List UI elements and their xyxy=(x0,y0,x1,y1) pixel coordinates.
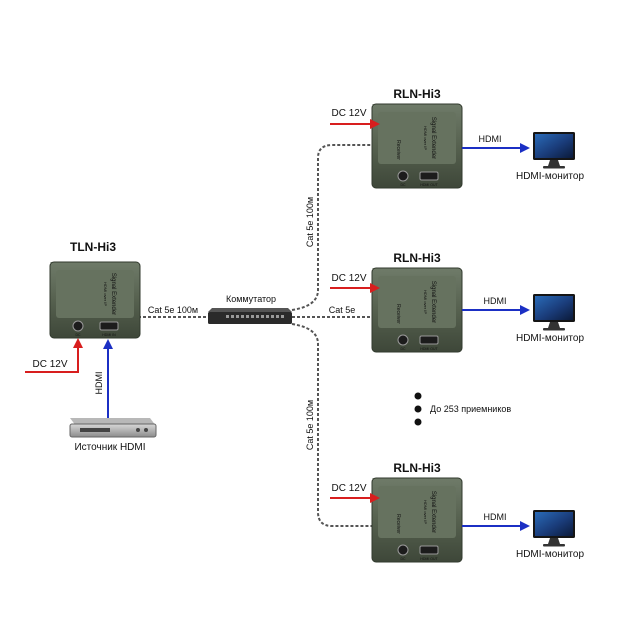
transmitter-hdmi-port-icon xyxy=(99,321,119,331)
receiver-port-hdmi-label: HDMI OUT xyxy=(420,557,438,561)
transmitter-power-label: DC 12V xyxy=(32,359,67,370)
receiver-face xyxy=(378,112,456,164)
receiver-model: RLN-Hi3 xyxy=(393,461,441,475)
receiver-dc-port-icon xyxy=(397,170,409,182)
network-switch: Коммутатор xyxy=(208,294,292,324)
receiver-face-tag: Receiver xyxy=(395,140,401,160)
monitor-icon xyxy=(533,510,575,547)
cable-switch-rx1 xyxy=(291,144,372,311)
receiver-power-label: DC 12V xyxy=(331,483,366,494)
switch-label: Коммутатор xyxy=(226,294,276,304)
transmitter-power-arrow xyxy=(25,338,83,373)
transmitter-face-sub: HDMI over IP xyxy=(103,282,108,306)
cable-network xyxy=(138,144,372,527)
transmitter-model: TLN-Hi3 xyxy=(70,240,116,254)
receiver-port-dc-label: DC xyxy=(400,347,406,351)
monitor-label: HDMI-монитор xyxy=(516,549,584,560)
receiver-hdmi-label: HDMI xyxy=(484,296,507,306)
receiver-face-sub: HDMI over IP xyxy=(423,290,428,314)
receiver-port-hdmi-label: HDMI OUT xyxy=(420,183,438,187)
dvd-button-icon xyxy=(136,428,140,432)
receiver-dc-port-icon xyxy=(397,334,409,346)
cable-label-switch-rx2: Cat 5e xyxy=(329,305,356,315)
dvd-button-icon xyxy=(144,428,148,432)
receiver-face xyxy=(378,276,456,328)
receiver-port-dc-label: DC xyxy=(400,557,406,561)
receiver-face-title: Signal Extender xyxy=(430,491,436,533)
receiver-hdmi-port-icon xyxy=(419,171,439,181)
monitor-icon xyxy=(533,294,575,331)
receiver-hdmi-port-icon xyxy=(419,545,439,555)
switch-ports-icon xyxy=(226,315,284,318)
transmitter-port-hdmi-label: HDMI IN xyxy=(102,333,116,337)
transmitter-unit: TLN-Hi3 Signal Extender HDMI over IP DC … xyxy=(49,240,141,339)
transmitter-face-title: Signal Extender xyxy=(110,273,116,315)
receiver-face xyxy=(378,486,456,538)
receiver-hdmi-label: HDMI xyxy=(484,512,507,522)
receiver-face-title: Signal Extender xyxy=(430,117,436,159)
receiver-face-tag: Receiver xyxy=(395,304,401,324)
receiver-port-dc-label: DC xyxy=(400,183,406,187)
ellipsis-dot xyxy=(414,405,422,413)
more-receivers-label: До 253 приемников xyxy=(430,404,511,414)
receiver-hdmi-label: HDMI xyxy=(479,134,502,144)
receiver-hdmi-port-icon xyxy=(419,335,439,345)
receiver-unit-1: RLN-Hi3 Signal Extender HDMI over IP Rec… xyxy=(330,87,584,189)
transmitter-dc-port-icon xyxy=(72,320,84,332)
transmitter-power: DC 12V xyxy=(25,338,83,373)
switch-body xyxy=(208,312,292,324)
receiver-unit-3: RLN-Hi3 Signal Extender HDMI over IP Rec… xyxy=(330,461,584,563)
transmitter-face xyxy=(56,270,134,318)
ellipsis-dot xyxy=(414,392,422,400)
receiver-dc-port-icon xyxy=(397,544,409,556)
switch-top xyxy=(208,308,292,312)
more-receivers-indicator: До 253 приемников xyxy=(414,392,511,426)
receiver-power-label: DC 12V xyxy=(331,108,366,119)
cable-switch-rx3 xyxy=(291,323,372,527)
monitor-label: HDMI-монитор xyxy=(516,333,584,344)
receiver-power-label: DC 12V xyxy=(331,273,366,284)
dvd-tray-icon xyxy=(80,428,110,432)
receiver-face-sub: HDMI over IP xyxy=(423,500,428,524)
receiver-face-tag: Receiver xyxy=(395,514,401,534)
hdmi-source-label: Источник HDMI xyxy=(74,442,145,453)
receiver-unit-2: RLN-Hi3 Signal Extender HDMI over IP Rec… xyxy=(330,251,584,353)
receiver-face-title: Signal Extender xyxy=(430,281,436,323)
receiver-model: RLN-Hi3 xyxy=(393,87,441,101)
receiver-model: RLN-Hi3 xyxy=(393,251,441,265)
dvd-player-body xyxy=(69,423,157,438)
transmitter-hdmi-label: HDMI xyxy=(94,372,104,395)
transmitter-hdmi-input: HDMI xyxy=(94,339,113,420)
transmitter-port-dc-label: DC xyxy=(75,333,81,337)
cable-label-lower: Cat 5e 100м xyxy=(305,400,315,450)
monitor-icon xyxy=(533,132,575,169)
cable-label-tx-switch: Cat 5e 100м xyxy=(148,305,198,315)
cable-label-upper: Cat 5e 100м xyxy=(305,197,315,247)
hdmi-source-device: Источник HDMI xyxy=(69,418,157,453)
receiver-port-hdmi-label: HDMI OUT xyxy=(420,347,438,351)
ellipsis-dot xyxy=(414,418,422,426)
receiver-face-sub: HDMI over IP xyxy=(423,126,428,150)
monitor-label: HDMI-монитор xyxy=(516,171,584,182)
